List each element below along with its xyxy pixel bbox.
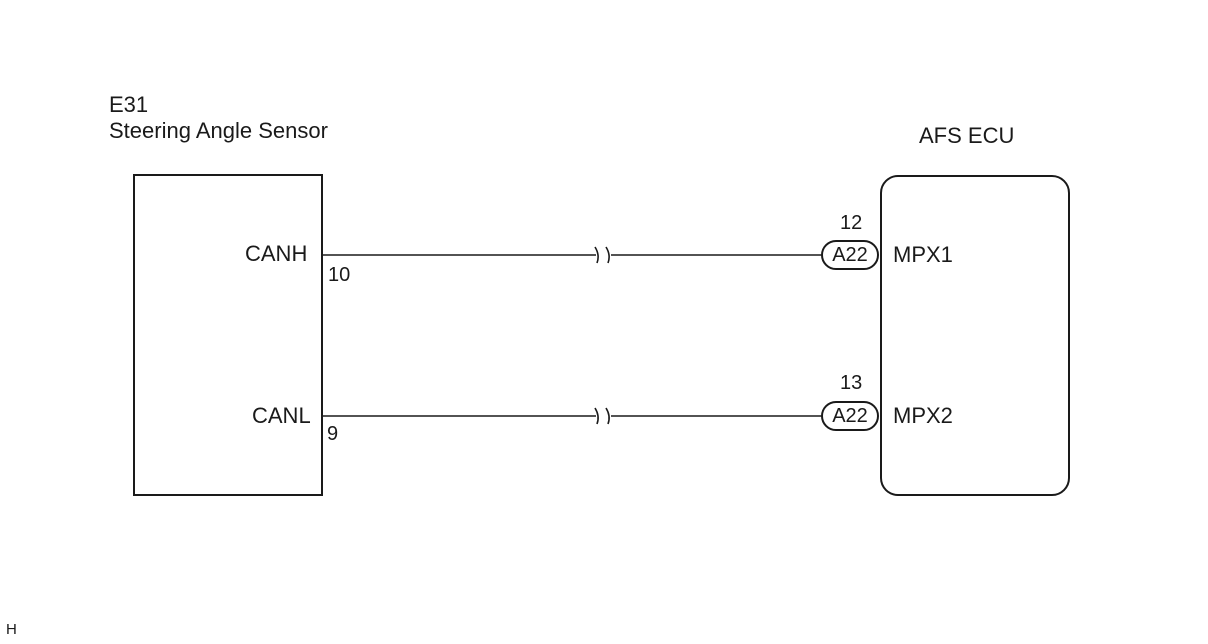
sensor-code: E31 xyxy=(109,92,149,117)
afs-ecu-box xyxy=(880,175,1070,496)
wire-break-mark xyxy=(594,246,599,264)
diagram-code: H xyxy=(6,621,17,638)
sensor-name: Steering Angle Sensor xyxy=(109,118,328,143)
wire-canh xyxy=(323,246,822,264)
steering-angle-sensor-box xyxy=(133,174,323,496)
sensor-signal-canl: CANL xyxy=(252,403,311,428)
wire-break-mark xyxy=(605,246,610,264)
connector-a22-lower: A22 xyxy=(821,401,879,431)
ecu-pin-12: 12 xyxy=(840,212,863,234)
ecu-pin-13: 13 xyxy=(840,372,863,394)
sensor-pin-10: 10 xyxy=(328,264,351,286)
sensor-pin-9: 9 xyxy=(327,423,339,445)
ecu-name: AFS ECU xyxy=(919,123,1015,148)
connector-a22-upper: A22 xyxy=(821,240,879,270)
wire-break-mark xyxy=(594,407,599,425)
wire-canl xyxy=(323,407,822,425)
ecu-signal-mpx2: MPX2 xyxy=(893,403,953,428)
ecu-signal-mpx1: MPX1 xyxy=(893,242,953,267)
sensor-signal-canh: CANH xyxy=(245,241,308,266)
wire-break-mark xyxy=(605,407,610,425)
